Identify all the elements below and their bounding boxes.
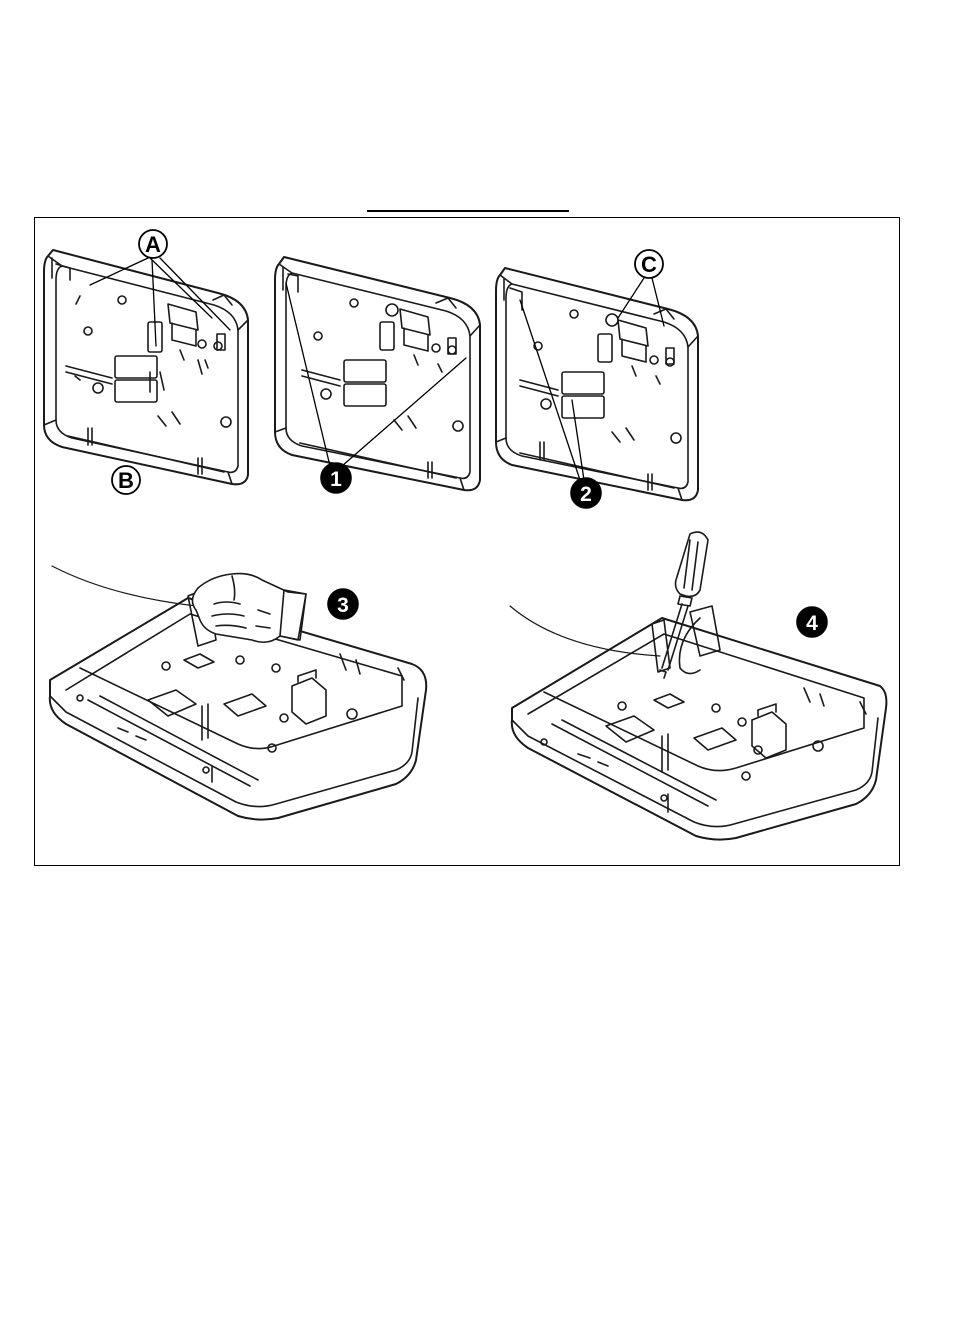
callout-a-pointers	[90, 258, 230, 346]
step-1-label: 1	[330, 468, 342, 491]
back-cover-view-1	[44, 250, 248, 484]
base-assembly-view-4	[510, 532, 886, 840]
back-cover-view-2	[275, 257, 480, 490]
step-3-label: 3	[337, 594, 349, 617]
step-4-label: 4	[806, 612, 818, 635]
callout-c-label: C	[641, 252, 657, 277]
step-2-label: 2	[580, 483, 592, 506]
back-cover-view-3	[496, 268, 698, 500]
callout-1-pointers	[286, 283, 466, 466]
base-assembly-view-3	[50, 566, 426, 820]
callout-2-pointers	[520, 300, 584, 480]
callout-b-label: B	[118, 468, 134, 493]
callout-a-label: A	[145, 232, 161, 257]
